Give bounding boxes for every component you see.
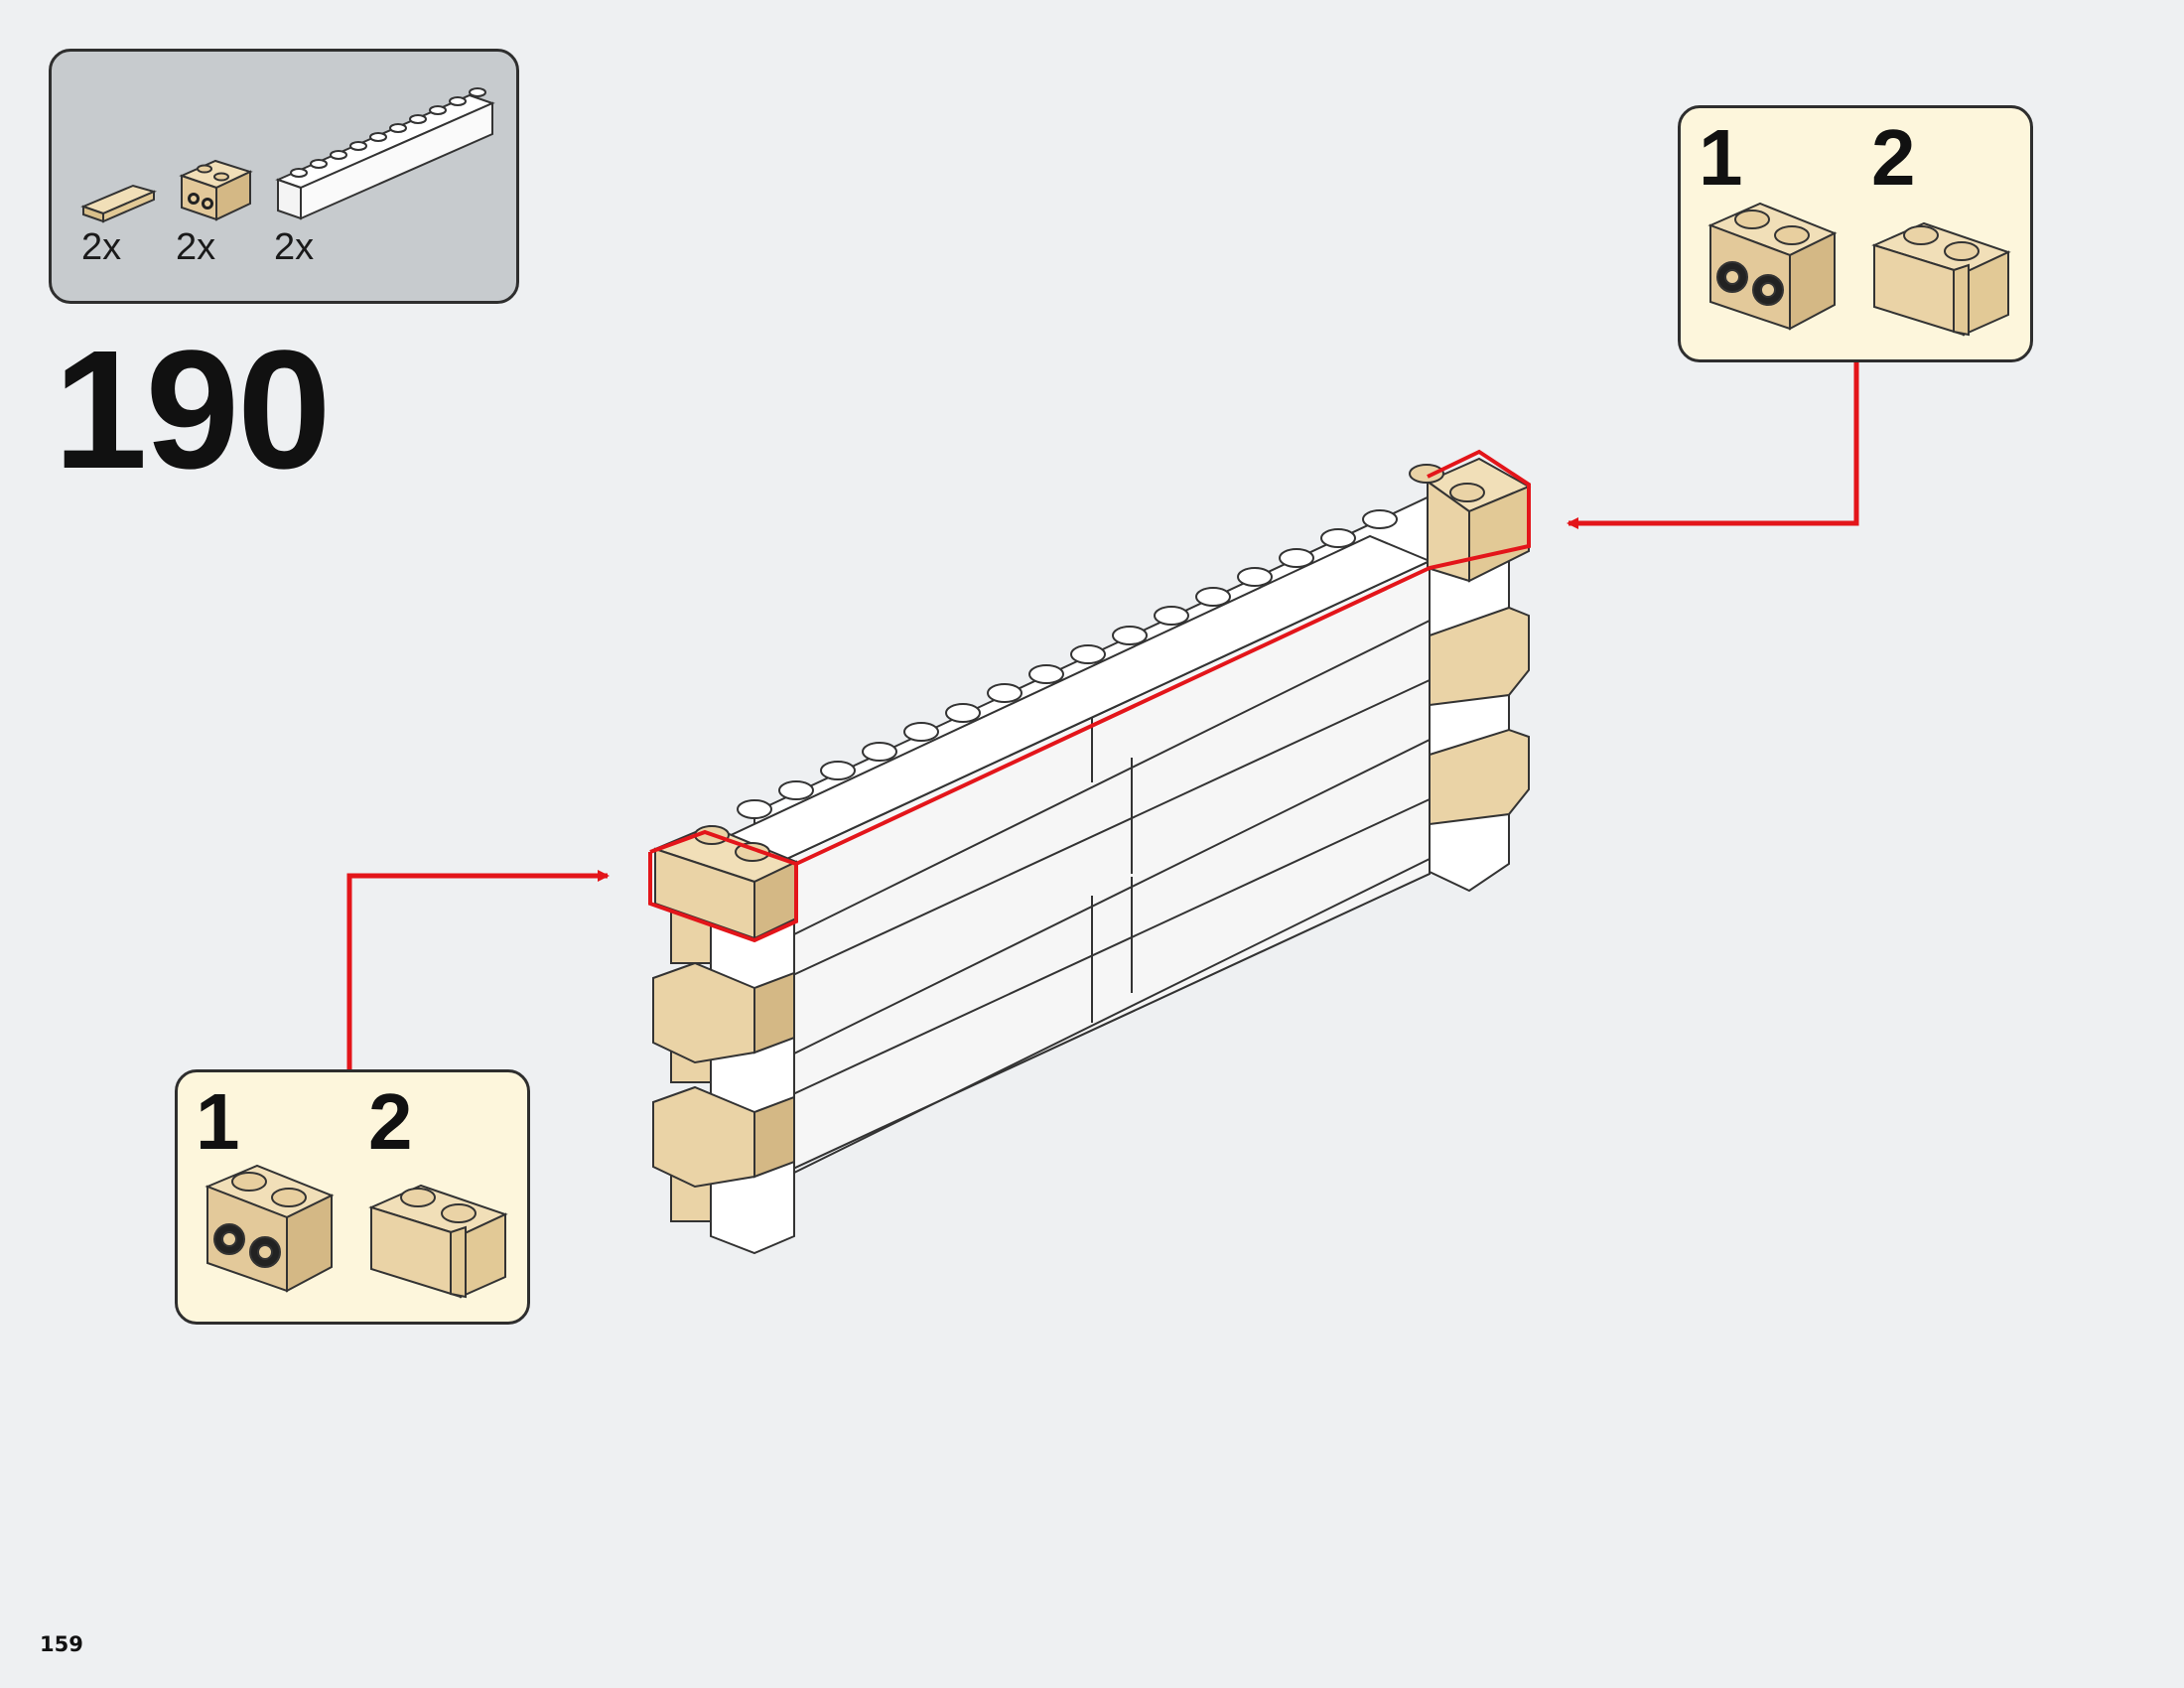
callout-top-right-label-2: 2 <box>1871 113 1916 202</box>
step-number: 190 <box>54 316 332 504</box>
new-parts-highlight <box>648 829 798 943</box>
callout-bottom-left: 1 2 <box>175 1069 530 1325</box>
white-brick-1x10-icon <box>275 87 495 220</box>
callout-bottom-left-label-2: 2 <box>368 1077 413 1166</box>
part-quantity-side-stud-brick: 2x <box>176 226 216 268</box>
callout-arrow-left <box>346 870 610 1069</box>
callout-bottom-left-label-1: 1 <box>196 1077 240 1166</box>
tan-tile-1x2-icon <box>80 184 157 223</box>
part-quantity-tile: 2x <box>81 226 122 268</box>
tan-brick-with-studs-on-side-icon <box>179 159 253 221</box>
callout-top-right: 1 2 <box>1678 105 2033 362</box>
tan-brick-attached-icon <box>368 1184 508 1299</box>
parts-list-box: 2x 2x 2x <box>49 49 519 304</box>
new-right-top-brick <box>1409 457 1532 583</box>
wall-face <box>753 559 1431 1189</box>
callout-top-right-label-1: 1 <box>1699 113 1743 202</box>
page-number: 159 <box>40 1632 83 1656</box>
left-post <box>652 892 795 1255</box>
callout-arrow-right <box>1567 362 1859 529</box>
top-row-studs <box>737 509 1398 819</box>
tan-brick-attached-icon <box>1871 221 2011 337</box>
tan-brick-with-studs-on-side-icon <box>1707 202 1838 331</box>
part-quantity-white-brick: 2x <box>274 226 315 268</box>
new-parts-highlight-top <box>795 449 1531 866</box>
tan-brick-with-studs-on-side-icon <box>205 1164 335 1293</box>
